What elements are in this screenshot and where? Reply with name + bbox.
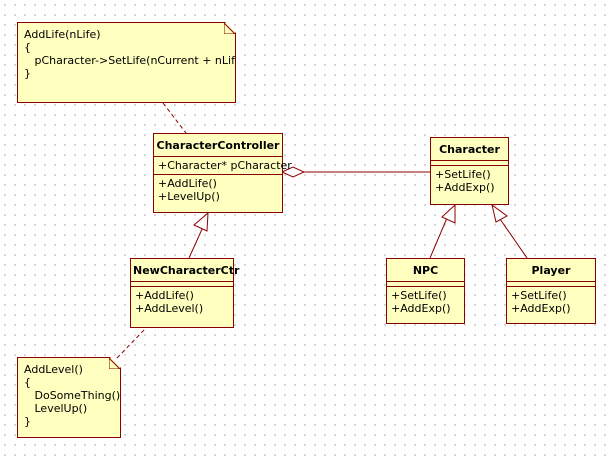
class-player[interactable]: Player +SetLife() +AddExp() bbox=[506, 258, 596, 324]
note-fold-corner bbox=[224, 23, 235, 34]
note-line: { bbox=[24, 41, 31, 54]
attributes-compartment: +Character* pCharacter bbox=[154, 156, 292, 174]
attributes-compartment bbox=[387, 281, 464, 286]
operations-compartment: +SetLife() +AddExp() bbox=[507, 286, 595, 317]
attributes-compartment bbox=[131, 281, 233, 286]
operation-row: +AddLevel() bbox=[135, 302, 204, 315]
operation-row: +SetLife() bbox=[391, 289, 447, 302]
note-anchor-addlife bbox=[162, 102, 187, 134]
generalization-arrowhead-newctr bbox=[193, 211, 209, 232]
generalization-line-newctr bbox=[188, 226, 204, 259]
attributes-compartment bbox=[431, 160, 508, 165]
note-line: { bbox=[24, 376, 31, 389]
aggregation-diamond bbox=[280, 166, 306, 178]
generalization-line-npc bbox=[429, 217, 448, 259]
note-line: pCharacter->SetLife(nCurrent + nLife) bbox=[24, 54, 247, 67]
note-line: DoSomeThing() bbox=[24, 389, 121, 402]
note-line: } bbox=[24, 67, 31, 80]
operation-row: +SetLife() bbox=[511, 289, 567, 302]
note-fold-corner bbox=[109, 358, 120, 369]
class-name: Player bbox=[531, 264, 571, 277]
class-character[interactable]: Character +SetLife() +AddExp() bbox=[430, 137, 509, 205]
class-name: CharacterController bbox=[156, 139, 280, 152]
note-anchor-addlevel bbox=[116, 327, 147, 359]
attribute-row: +Character* pCharacter bbox=[158, 159, 292, 172]
operation-row: +AddExp() bbox=[435, 181, 495, 194]
operation-row: +AddLife() bbox=[158, 177, 217, 190]
operations-compartment: +SetLife() +AddExp() bbox=[431, 165, 508, 196]
operation-row: +SetLife() bbox=[435, 168, 491, 181]
note-line: AddLife(nLife) bbox=[24, 28, 101, 41]
operation-row: +LevelUp() bbox=[158, 190, 220, 203]
class-name: NewCharacterCtr bbox=[133, 264, 240, 277]
note-addlife[interactable]: AddLife(nLife) { pCharacter->SetLife(nCu… bbox=[17, 22, 236, 103]
class-name: Character bbox=[439, 143, 500, 156]
attributes-compartment bbox=[507, 281, 595, 286]
note-line: } bbox=[24, 415, 31, 428]
note-line: AddLevel() bbox=[24, 363, 83, 376]
class-name: NPC bbox=[412, 264, 439, 277]
operations-compartment: +AddLife() +LevelUp() bbox=[154, 174, 282, 205]
class-npc[interactable]: NPC +SetLife() +AddExp() bbox=[386, 258, 465, 324]
class-character-controller[interactable]: CharacterController +Character* pCharact… bbox=[153, 133, 292, 213]
operation-row: +AddExp() bbox=[511, 302, 571, 315]
class-new-character-ctr[interactable]: NewCharacterCtr +AddLife() +AddLevel() bbox=[130, 258, 240, 328]
generalization-arrowhead-player bbox=[491, 203, 508, 223]
generalization-arrowhead-npc bbox=[441, 203, 456, 224]
operations-compartment: +SetLife() +AddExp() bbox=[387, 286, 464, 317]
note-addlevel[interactable]: AddLevel() { DoSomeThing() LevelUp() } bbox=[17, 357, 121, 438]
operation-row: +AddExp() bbox=[391, 302, 451, 315]
note-line: LevelUp() bbox=[24, 402, 88, 415]
operation-row: +AddLife() bbox=[135, 289, 194, 302]
generalization-line-player bbox=[499, 218, 528, 259]
operations-compartment: +AddLife() +AddLevel() bbox=[131, 286, 233, 317]
